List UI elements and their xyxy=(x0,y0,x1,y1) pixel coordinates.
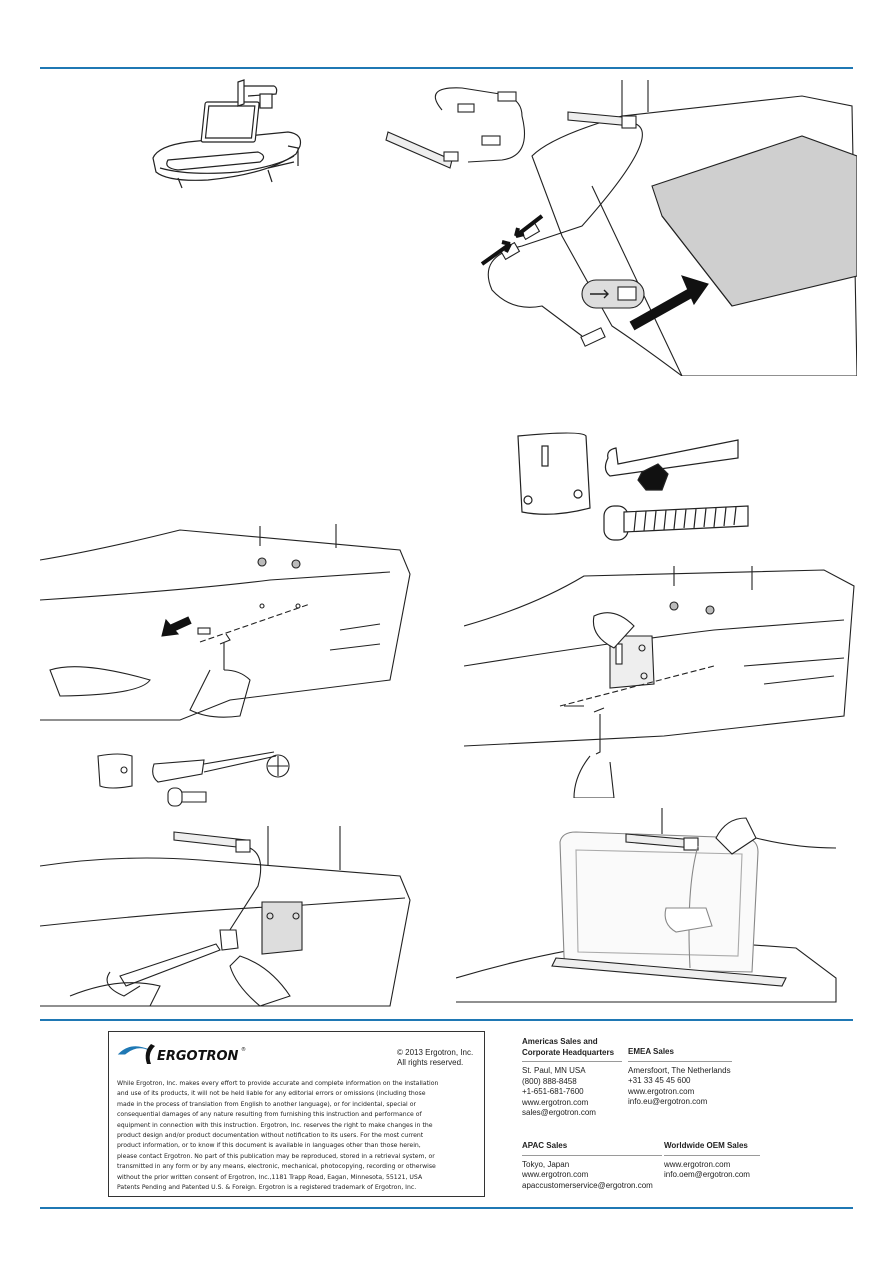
link-oem-email[interactable]: info.oem@ergotron.com xyxy=(664,1170,750,1179)
legal-notice-box: ERGOTRON ® © 2013 Ergotron, Inc. All rig… xyxy=(108,1031,485,1197)
mount-light-illustration xyxy=(40,826,440,1016)
contact-americas: Americas Sales and Corporate Headquarter… xyxy=(522,1037,622,1119)
svg-text:®: ® xyxy=(241,1046,246,1053)
link-ergotron-web-apac[interactable]: www.ergotron.com xyxy=(522,1170,589,1179)
contact-apac: APAC Sales Tokyo, Japan www.ergotron.com… xyxy=(522,1141,662,1191)
header-rule xyxy=(40,67,853,69)
attach-bracket-illustration xyxy=(464,566,859,798)
contact-oem: Worldwide OEM Sales www.ergotron.com inf… xyxy=(664,1141,760,1181)
hardware-kit-illustration xyxy=(512,428,762,548)
usb-light-install-illustration xyxy=(382,76,857,376)
adjust-light-illustration xyxy=(456,808,856,1008)
cart-overview-illustration xyxy=(148,76,308,191)
link-sales-email[interactable]: sales@ergotron.com xyxy=(522,1108,596,1117)
copyright-notice: © 2013 Ergotron, Inc. All rights reserve… xyxy=(397,1048,474,1067)
ergotron-logo: ERGOTRON ® xyxy=(117,1040,249,1068)
link-ergotron-web[interactable]: www.ergotron.com xyxy=(522,1097,589,1107)
link-ergotron-web-emea[interactable]: www.ergotron.com xyxy=(628,1086,695,1096)
contact-emea: EMEA Sales Amersfoort, The Netherlands +… xyxy=(628,1047,732,1106)
svg-text:ERGOTRON: ERGOTRON xyxy=(157,1049,239,1064)
link-ergotron-web-oem[interactable]: www.ergotron.com xyxy=(664,1159,731,1169)
link-apac-email[interactable]: apaccustomerservice@ergotron.com xyxy=(522,1180,653,1190)
footer-rule-top xyxy=(40,1019,853,1021)
link-emea-email[interactable]: info.eu@ergotron.com xyxy=(628,1097,708,1106)
footer-rule-bottom xyxy=(40,1207,853,1209)
legal-disclaimer: While Ergotron, Inc. makes every effort … xyxy=(117,1080,439,1192)
remove-bracket-illustration xyxy=(40,520,440,810)
